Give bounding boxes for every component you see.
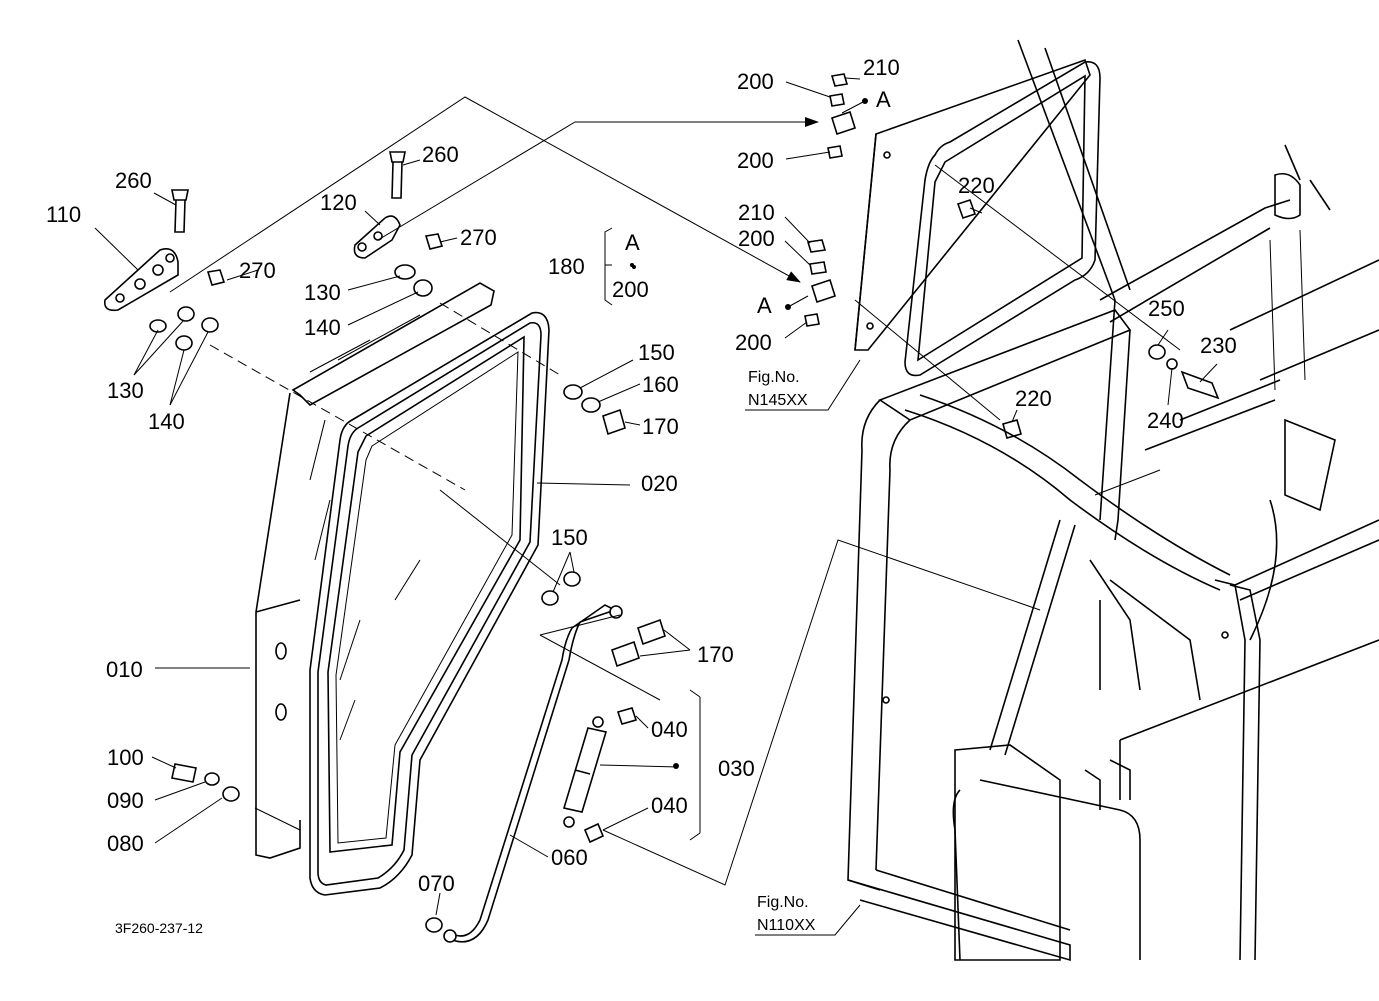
fig-label-2: Fig.No.: [757, 894, 809, 911]
label-270-center: 270: [460, 225, 497, 250]
label-200-d: 200: [735, 330, 772, 355]
part-labels: 260 110 260 120 270 270 130 140 130 140 …: [46, 55, 1237, 936]
label-200-c: 200: [738, 226, 775, 251]
label-120: 120: [320, 190, 357, 215]
label-070: 070: [418, 871, 455, 896]
door-seal-frame: [309, 311, 550, 896]
label-270-left: 270: [239, 258, 276, 283]
label-220-top: 220: [958, 173, 995, 198]
fig-number-N110XX: N110XX: [757, 917, 816, 934]
stay-rod: [443, 604, 623, 943]
label-200-detail: 200: [612, 277, 649, 302]
label-200-b: 200: [737, 148, 774, 173]
gas-strut: [562, 707, 638, 844]
label-230: 230: [1200, 333, 1237, 358]
label-200-a: 200: [737, 69, 774, 94]
leader-lines: [94, 77, 1218, 936]
reference-arrows: [169, 96, 868, 769]
bolts-170: [602, 408, 666, 668]
cab-frame: [847, 39, 1379, 962]
label-040-top: 040: [651, 717, 688, 742]
drawing-code: 3F260-237-12: [115, 920, 203, 936]
label-080: 080: [107, 831, 144, 856]
label-A-top: A: [876, 87, 891, 112]
label-170-bottom: 170: [697, 642, 734, 667]
label-040-bottom: 040: [651, 793, 688, 818]
door-glass-panel: [255, 282, 495, 859]
fig-number-N145XX: N145XX: [748, 392, 808, 409]
label-110: 110: [46, 202, 81, 227]
fig-label-1: Fig.No.: [748, 369, 800, 386]
label-220-bottom: 220: [1015, 386, 1052, 411]
label-090: 090: [107, 788, 144, 813]
label-180: 180: [548, 254, 585, 279]
window-hinge-bottom: [804, 239, 836, 327]
bolt-260-left: [171, 189, 189, 233]
label-250: 250: [1148, 296, 1185, 321]
window-latch-parts: [956, 198, 1220, 439]
label-030: 030: [718, 756, 755, 781]
label-210-a: 210: [863, 55, 900, 80]
label-260-center: 260: [422, 142, 459, 167]
label-140-left: 140: [148, 409, 185, 434]
label-140-center: 140: [304, 315, 341, 340]
hinge-110: [103, 248, 179, 312]
label-240: 240: [1147, 408, 1184, 433]
label-A-bottom: A: [757, 293, 772, 318]
label-210-b: 210: [738, 200, 775, 225]
label-130-center: 130: [304, 280, 341, 305]
label-150-bottom: 150: [551, 525, 588, 550]
label-060: 060: [551, 845, 588, 870]
label-detail-A: A: [625, 230, 640, 255]
label-170-top: 170: [642, 414, 679, 439]
label-160: 160: [642, 372, 679, 397]
label-020: 020: [641, 471, 678, 496]
label-100: 100: [107, 745, 144, 770]
nut-270-left: [206, 269, 226, 286]
label-150-top: 150: [638, 340, 675, 365]
bolt-100: [171, 763, 197, 783]
nut-270-center: [424, 233, 444, 250]
label-260-left: 260: [115, 168, 152, 193]
label-130-left: 130: [107, 378, 144, 403]
bolt-260-center: [389, 151, 406, 199]
washers: [149, 264, 601, 933]
window-hinge-top: [827, 73, 856, 159]
label-010: 010: [106, 657, 143, 682]
rear-window-frame: [854, 58, 1101, 377]
